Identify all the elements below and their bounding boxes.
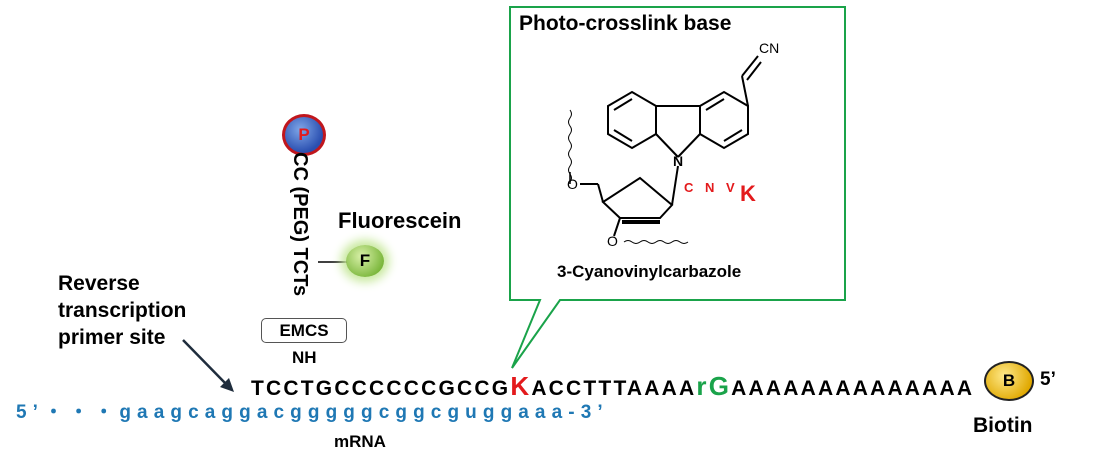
cnvk-k-label: K <box>740 181 756 206</box>
primer-line-3: primer site <box>58 326 166 349</box>
linker-vertical-text: CC (PEG) TCTs <box>289 152 311 297</box>
n-label: N <box>673 153 684 169</box>
cn-label: CN <box>759 40 780 56</box>
cnvk-small-label: C N V <box>684 180 739 195</box>
biotin-label: Biotin <box>973 414 1033 437</box>
f-label: F <box>359 251 371 270</box>
p-label: P <box>298 125 310 144</box>
seq-k: K <box>510 371 532 401</box>
compound-name: 3-Cyanovinylcarbazole <box>557 262 742 281</box>
biotin-ball-icon: B <box>984 361 1034 401</box>
o-label-3prime: O <box>607 233 618 249</box>
primer-line-2: transcription <box>58 299 187 322</box>
arrow-head-icon <box>220 378 234 392</box>
linker-sequence: TCCTGCCCCCCGCCGKACCTTTAAAArGAAAAAAAAAAAA… <box>251 371 974 402</box>
five-prime-label: 5’ <box>1040 369 1056 390</box>
phosphate-ball-icon: P <box>282 114 326 156</box>
seq-part-3: AAAAAAAAAAAAAA <box>731 377 975 400</box>
seq-part-2: ACCTTTAAAA <box>531 377 697 400</box>
emcs-label: EMCS <box>279 320 329 340</box>
seq-rg: rG <box>696 371 732 401</box>
nh-label: NH <box>292 348 317 367</box>
primer-line-1: Reverse <box>58 272 140 295</box>
fluorescein-label: Fluorescein <box>338 208 462 233</box>
mrna-sequence: 5’・・・gaagcaggacgggggcggcguggaaa-3’ <box>16 402 609 423</box>
callout-outline <box>509 6 846 369</box>
arrow-icon <box>182 339 229 387</box>
b-label: B <box>1002 371 1016 390</box>
o-label-5prime: O <box>567 176 578 192</box>
mrna-label: mRNA <box>334 432 386 451</box>
fluorescein-ball-icon: F <box>346 245 384 277</box>
callout-title: Photo-crosslink base <box>519 12 732 35</box>
emcs-box: EMCS <box>261 318 347 343</box>
primer-site-label: Reverse transcription primer site <box>58 270 186 351</box>
carbazole-structure <box>568 55 762 244</box>
seq-part-1: TCCTGCCCCCCGCCG <box>251 377 511 400</box>
